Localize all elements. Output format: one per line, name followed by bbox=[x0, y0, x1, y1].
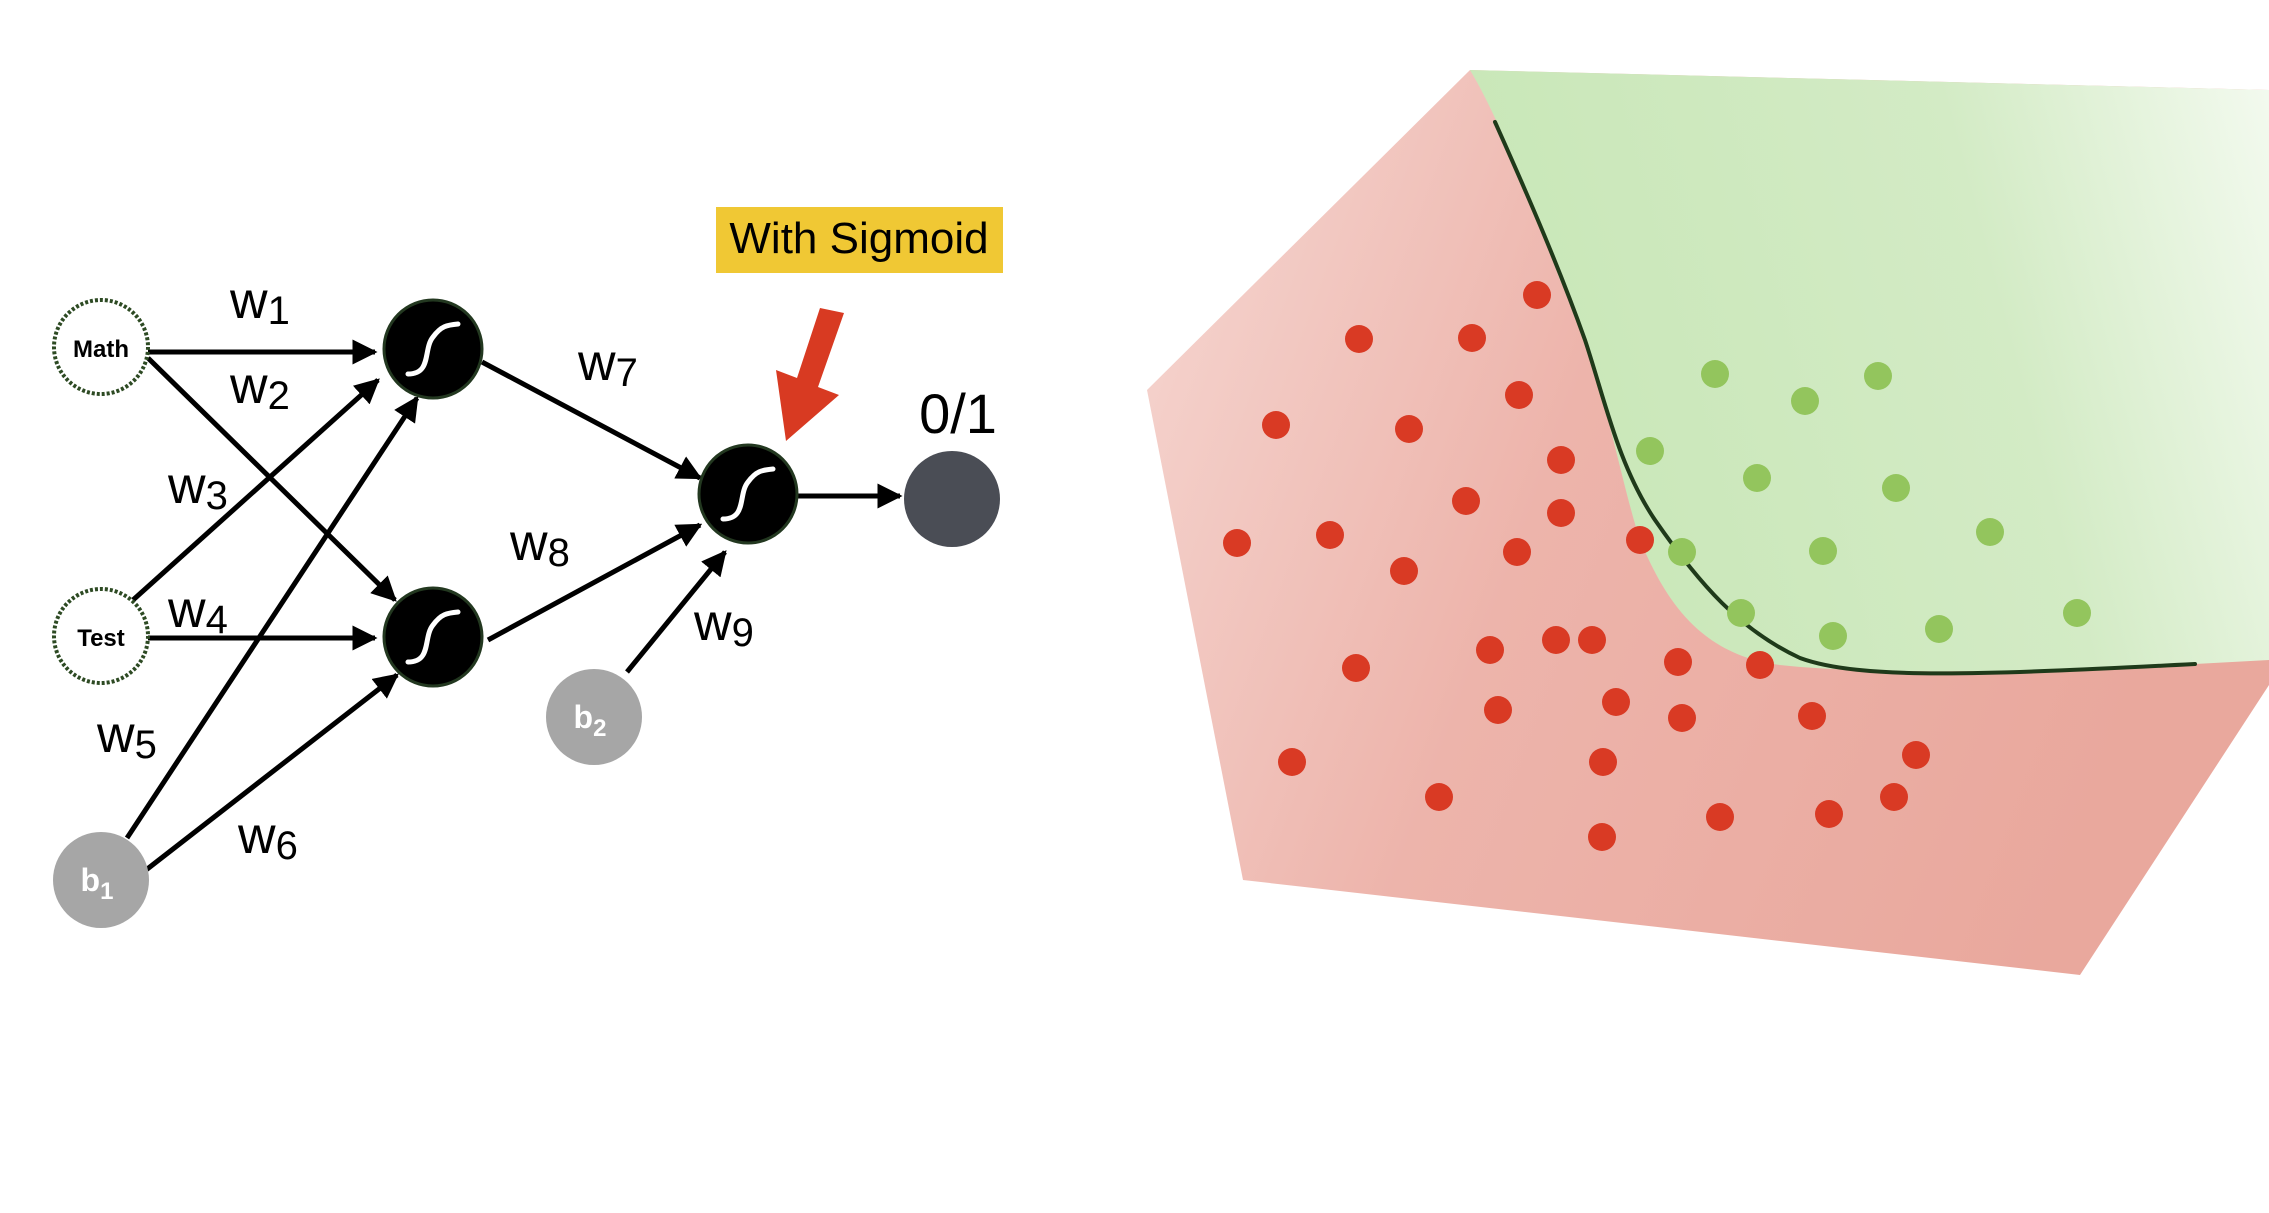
bias-node-b1-label: b1 bbox=[81, 862, 114, 905]
sigmoid-icon bbox=[405, 321, 461, 377]
weight-labels: w1 w2 w3 w4 w5 w6 w7 w8 w9 bbox=[96, 272, 754, 868]
edge-math-h2 bbox=[146, 356, 397, 602]
weight-label-w3: w3 bbox=[167, 457, 228, 518]
red-point bbox=[1880, 783, 1908, 811]
weight-label-w8: w8 bbox=[509, 514, 570, 575]
red-point bbox=[1505, 381, 1533, 409]
green-point bbox=[1864, 362, 1892, 390]
green-point bbox=[1809, 537, 1837, 565]
red-point bbox=[1706, 803, 1734, 831]
green-point bbox=[1976, 518, 2004, 546]
input-node-test-label: Test bbox=[77, 625, 125, 652]
decision-boundary-plot bbox=[1147, 70, 2269, 975]
edge-h2-out bbox=[486, 522, 703, 643]
red-point bbox=[1523, 281, 1551, 309]
green-point bbox=[1701, 360, 1729, 388]
sigmoid-icon bbox=[405, 609, 461, 665]
red-point bbox=[1342, 654, 1370, 682]
red-point bbox=[1902, 741, 1930, 769]
output-label: 0/1 bbox=[919, 382, 997, 445]
green-point bbox=[1791, 387, 1819, 415]
red-point bbox=[1345, 325, 1373, 353]
edge-b1-h1 bbox=[124, 395, 420, 840]
hidden-node-2 bbox=[382, 586, 484, 688]
red-point bbox=[1626, 526, 1654, 554]
bias-node-b1: b1 bbox=[53, 832, 149, 928]
green-point bbox=[1743, 464, 1771, 492]
red-point bbox=[1542, 626, 1570, 654]
red-point bbox=[1262, 411, 1290, 439]
edge-h1-out bbox=[480, 359, 703, 481]
red-point bbox=[1578, 626, 1606, 654]
red-point bbox=[1668, 704, 1696, 732]
decision-boundary-curve bbox=[1493, 120, 2197, 676]
green-point bbox=[1819, 622, 1847, 650]
hidden-node-1 bbox=[382, 298, 484, 400]
red-point bbox=[1815, 800, 1843, 828]
red-point bbox=[1425, 783, 1453, 811]
weight-label-w4: w4 bbox=[167, 581, 228, 642]
sigmoid-callout: With Sigmoid bbox=[716, 207, 1003, 441]
red-point bbox=[1316, 521, 1344, 549]
red-point bbox=[1602, 688, 1630, 716]
green-point bbox=[1668, 538, 1696, 566]
red-point bbox=[1664, 648, 1692, 676]
weight-label-w6: w6 bbox=[237, 807, 298, 868]
green-point bbox=[1882, 474, 1910, 502]
edge-b1-h2 bbox=[144, 673, 399, 872]
red-points bbox=[1223, 281, 1930, 851]
red-point bbox=[1547, 446, 1575, 474]
output-node bbox=[904, 451, 1000, 547]
red-point bbox=[1547, 499, 1575, 527]
red-point bbox=[1476, 636, 1504, 664]
red-point bbox=[1452, 487, 1480, 515]
output-sigmoid-node bbox=[697, 443, 799, 545]
red-point bbox=[1484, 696, 1512, 724]
red-point bbox=[1588, 823, 1616, 851]
red-point bbox=[1503, 538, 1531, 566]
weight-label-w7: w7 bbox=[577, 334, 638, 395]
connections bbox=[124, 339, 903, 872]
sigmoid-icon bbox=[720, 466, 776, 522]
green-point bbox=[2063, 599, 2091, 627]
red-point bbox=[1390, 557, 1418, 585]
weight-label-w9: w9 bbox=[693, 594, 754, 655]
green-point bbox=[1727, 599, 1755, 627]
red-point bbox=[1223, 529, 1251, 557]
callout-text: With Sigmoid bbox=[729, 214, 988, 263]
red-point bbox=[1746, 651, 1774, 679]
weight-label-w2: w2 bbox=[229, 357, 290, 418]
bias-node-b2-label: b2 bbox=[574, 699, 607, 742]
green-point bbox=[1636, 437, 1664, 465]
red-point bbox=[1798, 702, 1826, 730]
red-point bbox=[1589, 748, 1617, 776]
bias-node-b2: b2 bbox=[546, 669, 642, 765]
neural-network: Math Test b1 b2 bbox=[52, 207, 1003, 928]
weight-label-w1: w1 bbox=[229, 272, 290, 333]
input-node-math: Math bbox=[52, 298, 150, 396]
red-point bbox=[1395, 415, 1423, 443]
input-node-test: Test bbox=[52, 587, 150, 685]
green-points bbox=[1636, 360, 2091, 650]
red-point bbox=[1458, 324, 1486, 352]
weight-label-w5: w5 bbox=[96, 706, 157, 767]
edge-test-h1 bbox=[131, 378, 380, 602]
red-point bbox=[1278, 748, 1306, 776]
red-arrow-icon bbox=[776, 308, 844, 441]
input-node-math-label: Math bbox=[73, 336, 129, 363]
green-point bbox=[1925, 615, 1953, 643]
callout-background bbox=[716, 207, 1003, 273]
edge-b2-out bbox=[625, 550, 727, 674]
